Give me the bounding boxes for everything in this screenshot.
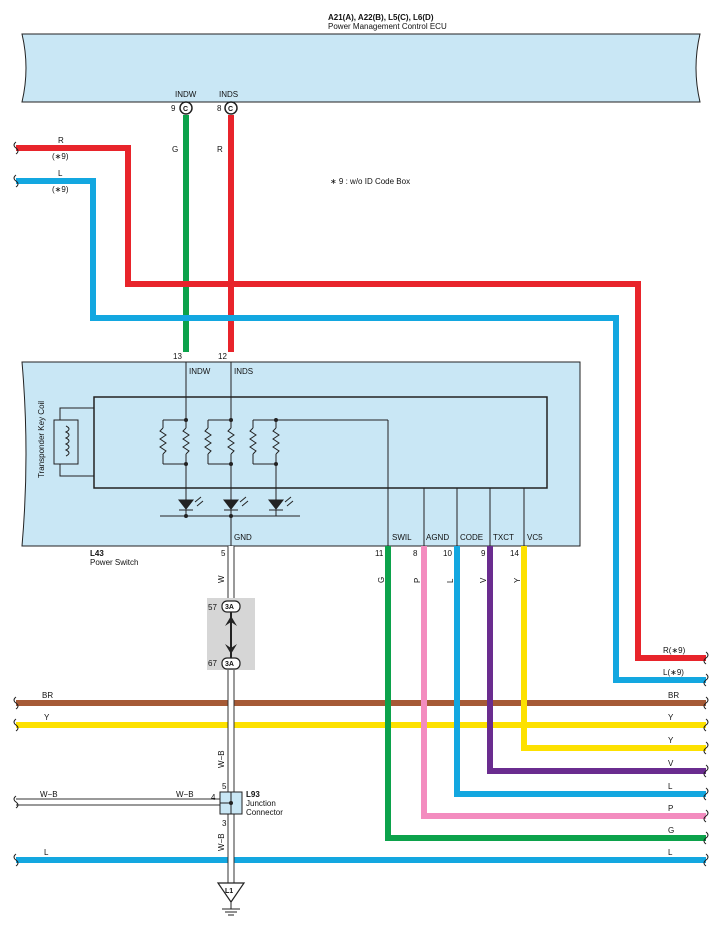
wire-label-g-right: G: [668, 826, 674, 835]
switch-pin-12: 12: [218, 352, 227, 361]
switch-label-agnd: AGND: [426, 533, 449, 542]
switch-label-indw: INDW: [189, 367, 211, 376]
junction-pin-3: 3: [222, 819, 227, 828]
switch-pin-11: 11: [375, 549, 384, 558]
wire-label-l-right: L(∗9): [663, 668, 684, 677]
wire-label-br-right: BR: [668, 691, 679, 700]
ground-label: L1: [225, 888, 233, 895]
ecu-title: A21(A), A22(B), L5(C), L6(D): [328, 13, 434, 22]
break-marks: [13, 141, 709, 867]
switch-label-inds: INDS: [234, 367, 253, 376]
junction-pin-5: 5: [222, 782, 227, 791]
ecu-pin-inds-name: INDS: [219, 90, 238, 99]
switch-pin-9: 9: [481, 549, 486, 558]
wire-label-l-left-tag: (∗9): [52, 185, 69, 194]
wire-label-br-left: BR: [42, 691, 53, 700]
wire-label-r-right: R(∗9): [663, 646, 686, 655]
coil-symbol: [53, 419, 79, 465]
ecu-connector-c-indw: [179, 101, 193, 115]
wire-purple-txct: [487, 546, 706, 774]
wire-yellow-vc5: [521, 546, 706, 751]
wire-label-g-bottom: G: [377, 577, 386, 583]
wire-label-y: Y: [513, 577, 522, 583]
wire-label-y-left: Y: [44, 713, 50, 722]
wire-green-swil: [385, 546, 706, 841]
switch-pin-14: 14: [510, 549, 519, 558]
ecu-subtitle: Power Management Control ECU: [328, 22, 447, 31]
junction-name-2: Connector: [246, 808, 283, 817]
connector-3a-top: [221, 600, 241, 613]
junction-pin-4: 4: [211, 793, 216, 802]
switch-label-swil: SWIL: [392, 533, 412, 542]
wire-blue-code: [454, 546, 706, 797]
wire-label-r-top: R: [217, 145, 223, 154]
wire-label-g-top: G: [172, 145, 178, 154]
wire-blue-incoming: [16, 178, 706, 683]
switch-inner-box: [93, 396, 548, 489]
wire-label-wb-2: W−B: [217, 833, 226, 851]
switch-label-txct: TXCT: [493, 533, 514, 542]
ecu-pin-indw-num: 9: [171, 104, 176, 113]
wire-label-l-right-3: L: [668, 848, 673, 857]
wire-label-wb-left-b: W−B: [176, 790, 194, 799]
connector-3a-arrow-down: [225, 644, 237, 654]
ecu-pin-indw-name: INDW: [175, 90, 197, 99]
note-text: ∗ 9 : w/o ID Code Box: [330, 177, 410, 186]
switch-label-code: CODE: [460, 533, 483, 542]
wire-label-v-right: V: [668, 759, 674, 768]
connector-3a-top-label: 3A: [225, 604, 234, 611]
ground-triangle: [216, 882, 246, 904]
junction-ref: L93: [246, 790, 260, 799]
switch-label-gnd: GND: [234, 533, 252, 542]
wire-label-l-left-bus: L: [44, 848, 49, 857]
wire-label-l-left: L: [58, 169, 63, 178]
ecu-box: [21, 33, 701, 103]
ecu-connector-c-indw-letter: C: [183, 106, 188, 113]
wire-label-wb-1: W−B: [217, 750, 226, 768]
connector-3a-bottom-label: 3A: [225, 661, 234, 668]
wire-label-r-left-tag: (∗9): [52, 152, 69, 161]
wire-label-p: P: [413, 578, 422, 583]
connector-3a-pin-top: 57: [208, 603, 217, 612]
connector-3a-pin-bottom: 67: [208, 659, 217, 668]
switch-pin-8: 8: [413, 549, 418, 558]
ecu-connector-c-inds-letter: C: [228, 106, 233, 113]
switch-label-vc5: VC5: [527, 533, 543, 542]
wire-label-y-right-1: Y: [668, 713, 674, 722]
coil-winding: [64, 425, 70, 457]
wire-label-l-right-2: L: [668, 782, 673, 791]
wire-red-incoming: [16, 145, 706, 661]
transponder-coil-label: Transponder Key Coil: [37, 401, 46, 478]
switch-pin-13: 13: [173, 352, 182, 361]
wire-label-r-left: R: [58, 136, 64, 145]
led-icon: [177, 496, 294, 511]
wire-label-l-code: L: [446, 578, 455, 583]
switch-pin-10: 10: [443, 549, 452, 558]
wire-label-wb-left-a: W−B: [40, 790, 58, 799]
ground-icon: [222, 908, 240, 916]
connector-3a-arrow-up: [225, 616, 237, 626]
wire-label-v: V: [479, 577, 488, 583]
wire-label-w: W: [217, 575, 226, 583]
junction-name-1: Junction: [246, 799, 276, 808]
switch-ref: L43: [90, 549, 104, 558]
junction-dots: [184, 418, 278, 518]
connector-3a-bottom: [221, 657, 241, 670]
switch-pin-5: 5: [221, 549, 226, 558]
wire-label-y-right-2: Y: [668, 736, 674, 745]
ecu-pin-inds-num: 8: [217, 104, 222, 113]
switch-name: Power Switch: [90, 558, 138, 567]
wire-pink-agnd: [421, 546, 706, 819]
ecu-connector-c-inds: [224, 101, 238, 115]
wire-label-p-right: P: [668, 804, 673, 813]
